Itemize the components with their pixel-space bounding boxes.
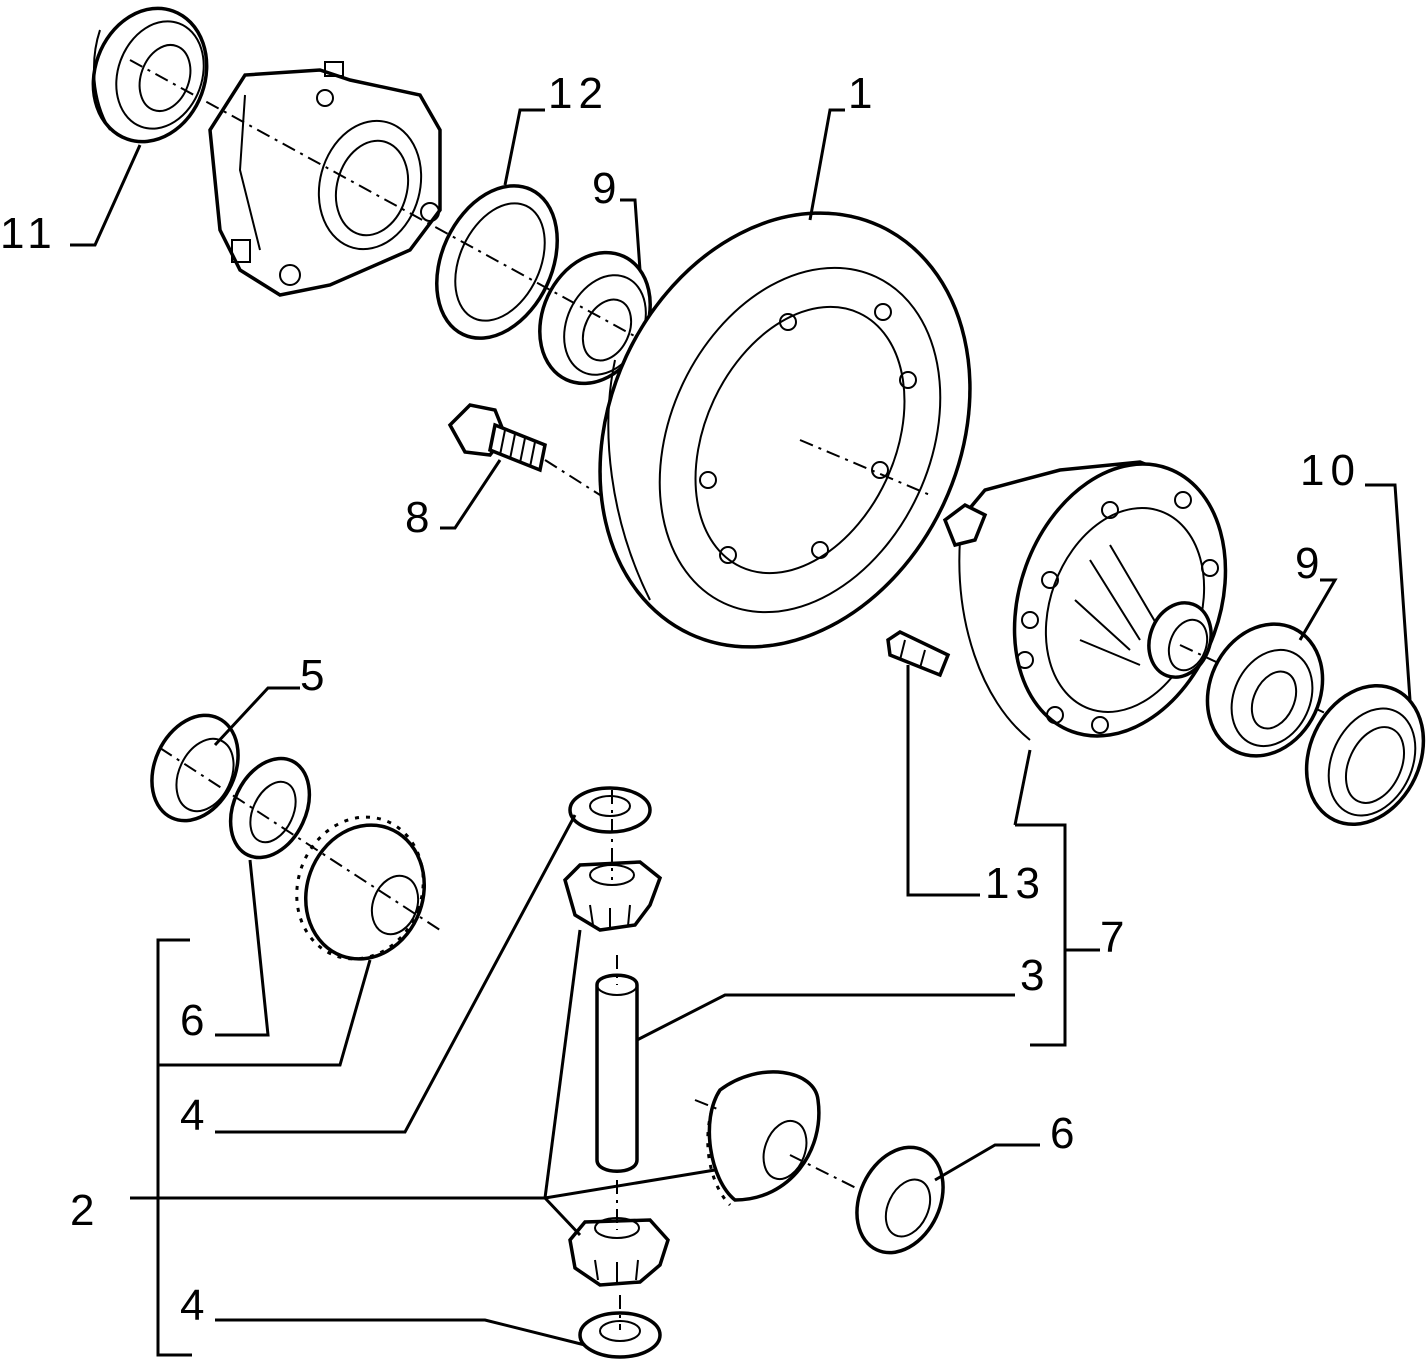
label-4-bottom: 4	[180, 1281, 210, 1330]
part-11-seal	[91, 6, 209, 144]
label-1: 1	[848, 69, 878, 118]
part-7-differential-case	[942, 460, 1341, 741]
part-pinion-gear-top	[563, 790, 663, 932]
label-9-right: 9	[1295, 539, 1325, 588]
part-9-bearing-right	[1205, 622, 1325, 758]
part-4-washer-top	[568, 786, 652, 834]
label-9-top: 9	[592, 164, 622, 213]
label-10: 10	[1300, 446, 1361, 495]
part-8-bolt	[447, 403, 601, 496]
leader-lines	[70, 108, 1412, 1357]
label-12: 12	[548, 69, 609, 118]
part-12-shim-ring	[435, 184, 559, 340]
label-13: 13	[985, 859, 1046, 908]
part-13-pin	[886, 629, 951, 678]
label-3: 3	[1020, 951, 1050, 1000]
label-11: 11	[0, 209, 58, 258]
label-7: 7	[1100, 913, 1130, 962]
label-6-right: 6	[1050, 1109, 1080, 1158]
callout-labels: 11 12 9 1 8 10 9 13 7 3 5 6 4 2 4 6	[0, 69, 1361, 1330]
part-4-washer-bottom	[578, 1295, 662, 1359]
label-6-left: 6	[180, 996, 210, 1045]
label-2: 2	[70, 1186, 100, 1235]
part-10-seal	[1304, 683, 1426, 827]
part-housing-flange	[208, 61, 442, 297]
part-pinion-gear-bottom	[568, 1180, 670, 1287]
part-3-shaft	[595, 955, 639, 1173]
label-4-top: 4	[180, 1091, 210, 1140]
label-8: 8	[405, 493, 435, 542]
part-side-gear-right	[694, 1070, 861, 1207]
label-5: 5	[300, 651, 330, 700]
part-4-side-gear-left	[159, 747, 441, 961]
part-6-washer-right	[855, 1145, 945, 1255]
part-1-ring-gear	[598, 211, 972, 649]
